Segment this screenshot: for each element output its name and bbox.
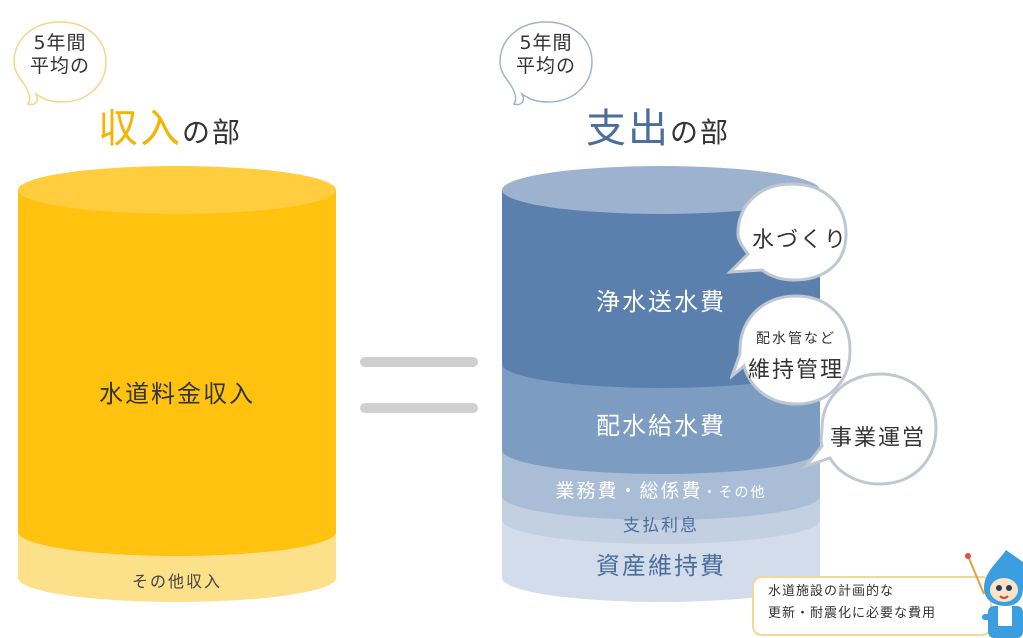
speech-bubble-water-making [726, 182, 848, 282]
expense-title: 支出の部 [586, 96, 730, 154]
speech-bubble-operation [801, 372, 938, 486]
distribution-cost-label: 配水給水費 [596, 412, 726, 440]
income-title-main: 収入 [98, 106, 182, 152]
water-fee-income-label: 水道料金収入 [99, 380, 255, 408]
interest-label: 支払利息 [623, 516, 699, 536]
expense-period-badge: 5年間 平均の [496, 18, 596, 108]
expense-badge-line1: 5年間 [519, 32, 573, 54]
speech-pipe-main: 維持管理 [747, 358, 844, 383]
income-badge-line1: 5年間 [33, 32, 87, 54]
income-title-suffix: の部 [182, 116, 243, 149]
speech-operation: 事業運営 [829, 426, 926, 451]
business-cost-label: 業務費・総係費・その他 [502, 476, 820, 503]
business-cost-main: 業務費・総係費 [555, 480, 703, 502]
speech-water-making: 水づくり [751, 228, 848, 253]
badge-circle-icon [13, 21, 107, 106]
badge-circle-icon [499, 21, 593, 106]
income-period-badge: 5年間 平均の [10, 18, 110, 108]
speech-bubble-pipe-maintenance [730, 294, 852, 406]
purification-cost-label: 浄水送水費 [596, 288, 726, 316]
asset-maintenance-label: 資産維持費 [596, 552, 726, 580]
expense-title-suffix: の部 [670, 116, 731, 149]
business-cost-suffix: ・その他 [702, 485, 767, 501]
income-cylinder [18, 166, 336, 602]
other-income-label: その他収入 [131, 572, 222, 591]
income-title: 収入の部 [98, 96, 242, 154]
water-drop-mascot-icon [965, 550, 1023, 638]
expense-title-main: 支出 [586, 106, 670, 152]
equals-sign [360, 357, 478, 415]
asset-note-line2: 更新・耐震化に必要な費用 [768, 606, 937, 621]
income-badge-line2: 平均の [29, 54, 90, 77]
speech-pipe-small: 配水管など [756, 331, 836, 347]
expense-badge-line2: 平均の [515, 54, 576, 77]
asset-note-line1: 水道施設の計画的な [768, 584, 895, 599]
asset-note-text: 水道施設の計画的な 更新・耐震化に必要な費用 [768, 581, 936, 625]
asset-note-box [752, 576, 992, 636]
